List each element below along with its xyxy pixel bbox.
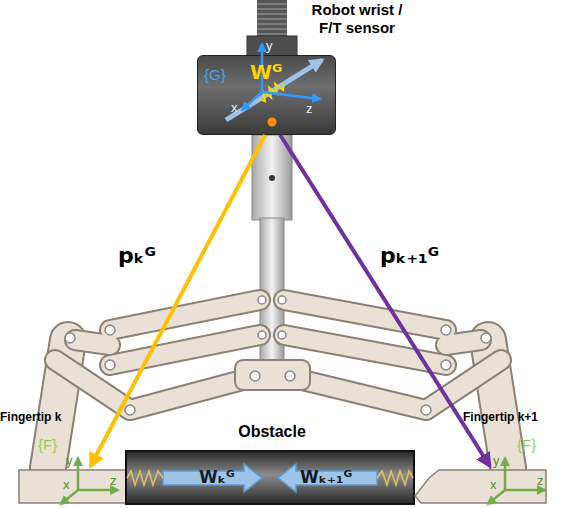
pivot-hole — [441, 325, 451, 335]
axis-arrow — [505, 489, 545, 492]
frame-label: {F} — [517, 436, 536, 454]
axis-arrow — [504, 458, 507, 490]
axis-arrow — [78, 489, 118, 492]
axis-label: z — [306, 101, 313, 117]
pivot-hole — [105, 360, 115, 370]
axis-label: z — [110, 473, 117, 489]
pivot-hole — [258, 296, 266, 304]
spring-symbol — [377, 471, 413, 485]
axis-arrow — [488, 490, 505, 504]
pivot-hole — [278, 296, 286, 304]
pivot-hole — [125, 405, 135, 415]
axis-label: x — [490, 477, 497, 493]
pivot-hole — [278, 331, 286, 339]
wrench-label: Wᴳ — [250, 60, 282, 84]
fingertip-title: Fingertip k+1 — [463, 410, 538, 424]
axis-arrow — [261, 44, 264, 92]
linkage-bar — [55, 300, 501, 410]
frame-label: {G} — [204, 66, 226, 84]
fingertip-outline — [407, 466, 547, 504]
axis-label: z — [537, 473, 544, 489]
origin-dot — [268, 118, 277, 127]
pivot-hole — [250, 371, 260, 381]
linkage-outline — [55, 300, 501, 410]
axis-arrow — [262, 92, 320, 99]
pivot-hole — [441, 360, 451, 370]
threaded-stud — [257, 0, 287, 40]
axis-label: y — [493, 453, 500, 469]
axis-arrow — [242, 92, 262, 110]
shaft-upper — [252, 135, 292, 220]
frame-label: {F} — [38, 436, 57, 454]
position-vector-label: pₖᴳ — [118, 243, 156, 269]
thread-lines — [257, 4, 287, 34]
position-vector-arrow — [280, 135, 490, 466]
axis-label: y — [266, 38, 273, 54]
pivot-hole — [258, 331, 266, 339]
pivot-hole — [481, 333, 491, 343]
pivot-hole — [65, 333, 75, 343]
obstacle-title: Obstacle — [127, 422, 417, 441]
force-arrow — [163, 464, 262, 492]
wrench-label: Wₖᴳ — [199, 467, 235, 487]
hex-nut — [247, 36, 297, 56]
fingertip-body — [415, 470, 546, 503]
force-arrow — [278, 464, 377, 492]
spring-symbol — [127, 471, 163, 485]
position-vector-label: pₖ₊₁ᴳ — [380, 243, 439, 269]
obstacle-box: ObstacleWₖᴳWₖ₊₁ᴳ — [125, 450, 415, 505]
pivot-hole — [105, 325, 115, 335]
pivot-hole — [285, 371, 295, 381]
wrench-arrow — [226, 60, 322, 120]
sensor-title: Robot wrist / F/T sensor — [301, 1, 413, 37]
wrench-label: Wₖ₊₁ᴳ — [300, 467, 352, 487]
axis-label: x — [63, 477, 70, 493]
axis-arrow — [77, 458, 80, 490]
spring-symbol — [260, 84, 284, 102]
hub-plate — [235, 360, 310, 390]
fingertip-title: Fingertip k — [0, 410, 61, 424]
axis-label: x — [231, 100, 238, 116]
axis-arrow — [61, 490, 78, 504]
sensor-body: Robot wrist / F/T sensor{G}Wᴳ — [197, 55, 336, 135]
pivot-hole — [421, 405, 431, 415]
position-vector-arrow — [91, 135, 265, 466]
axis-label: y — [66, 453, 73, 469]
shaft-hole — [269, 175, 275, 181]
fingertip-shape: Fingertip k+1{F} — [407, 466, 547, 504]
